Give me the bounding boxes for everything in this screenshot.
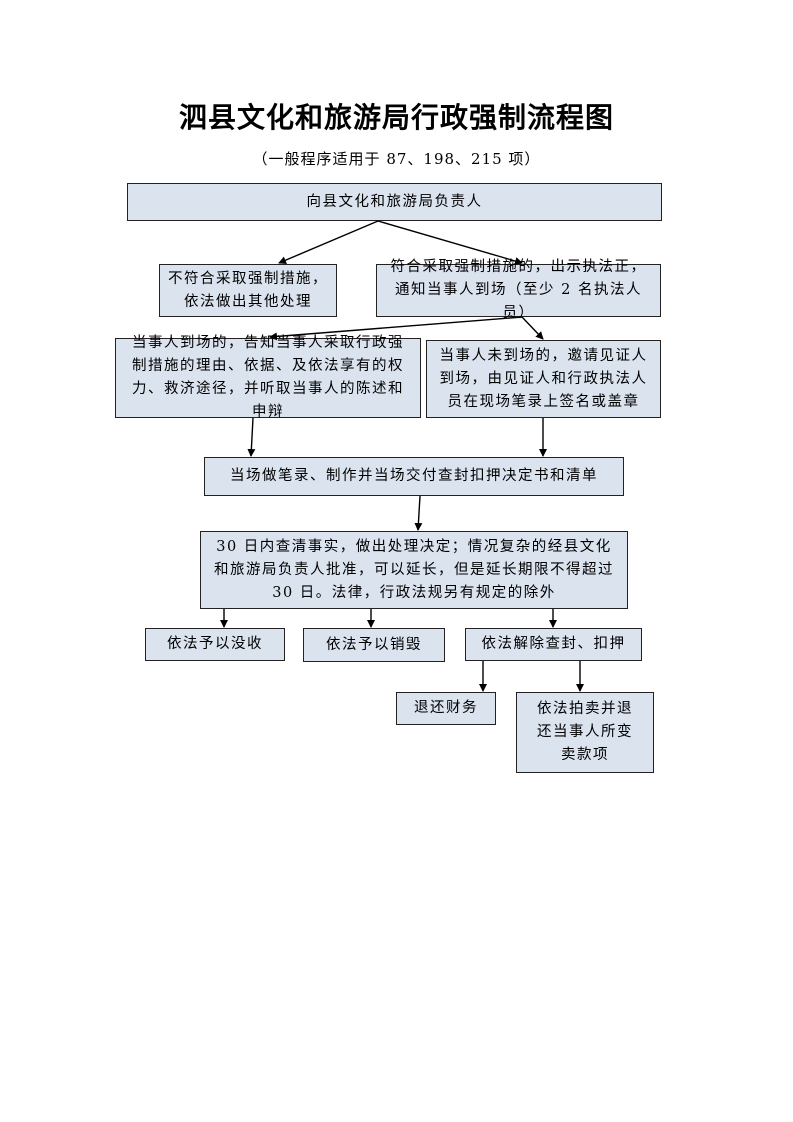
node-present: 当事人到场的，告知当事人采取行政强制措施的理由、依据、及依法享有的权力、救济途径… xyxy=(115,335,421,420)
node-destroy: 依法予以销毁 xyxy=(303,628,445,662)
arrow-meet-to-absent xyxy=(521,316,544,340)
node-release-label: 依法解除查封、扣押 xyxy=(481,636,626,652)
node-record-label: 当场做笔录、制作并当场交付查封扣押决定书和清单 xyxy=(230,468,598,484)
node-present-label: 当事人到场的，告知当事人采取行政强制措施的理由、依据、及依法享有的权力、救济途径… xyxy=(132,335,404,420)
node-auction: 依法拍卖并退还当事人所变卖款项 xyxy=(516,692,654,773)
arrow-record-to-decision xyxy=(414,495,423,531)
node-responsible-label: 向县文化和旅游局负责人 xyxy=(306,193,483,210)
node-release: 依法解除查封、扣押 xyxy=(465,628,642,661)
node-not-meet: 不符合采取强制措施，依法做出其他处理 xyxy=(159,264,337,317)
node-record: 当场做笔录、制作并当场交付查封扣押决定书和清单 xyxy=(204,457,624,496)
node-not-meet-label: 不符合采取强制措施，依法做出其他处理 xyxy=(168,270,328,310)
arrow-present-to-record xyxy=(247,417,256,457)
node-return-property: 退还财务 xyxy=(396,692,496,725)
node-auction-label: 依法拍卖并退还当事人所变卖款项 xyxy=(537,701,633,763)
node-meet-label: 符合采取强制措施的，出示执法正，通知当事人到场（至少 2 名执法人员） xyxy=(390,259,647,321)
node-return-property-label: 退还财务 xyxy=(414,700,478,716)
node-destroy-label: 依法予以销毁 xyxy=(326,636,422,653)
page-title: 泗县文化和旅游局行政强制流程图 xyxy=(178,101,614,134)
node-responsible: 向县文化和旅游局负责人 xyxy=(127,183,662,221)
arrow-responsible-to-meet xyxy=(377,220,523,265)
node-confiscate-label: 依法予以没收 xyxy=(167,636,263,652)
node-confiscate: 依法予以没收 xyxy=(145,628,285,661)
node-absent-label: 当事人未到场的，邀请见证人到场，由见证人和行政执法人员在现场笔录上签名或盖章 xyxy=(439,347,648,410)
node-decision-label: 30 日内查清事实，做出处理决定；情况复杂的经县文化和旅游局负责人批准，可以延长… xyxy=(214,538,614,601)
arrow-responsible-to-not-meet xyxy=(278,220,379,264)
arrow-meet-to-present xyxy=(269,316,523,341)
node-absent: 当事人未到场的，邀请见证人到场，由见证人和行政执法人员在现场笔录上签名或盖章 xyxy=(426,340,661,418)
node-meet: 符合采取强制措施的，出示执法正，通知当事人到场（至少 2 名执法人员） xyxy=(376,259,661,321)
page-subtitle: （一般程序适用于 87、198、215 项） xyxy=(252,150,541,168)
node-decision: 30 日内查清事实，做出处理决定；情况复杂的经县文化和旅游局负责人批准，可以延长… xyxy=(200,531,628,609)
